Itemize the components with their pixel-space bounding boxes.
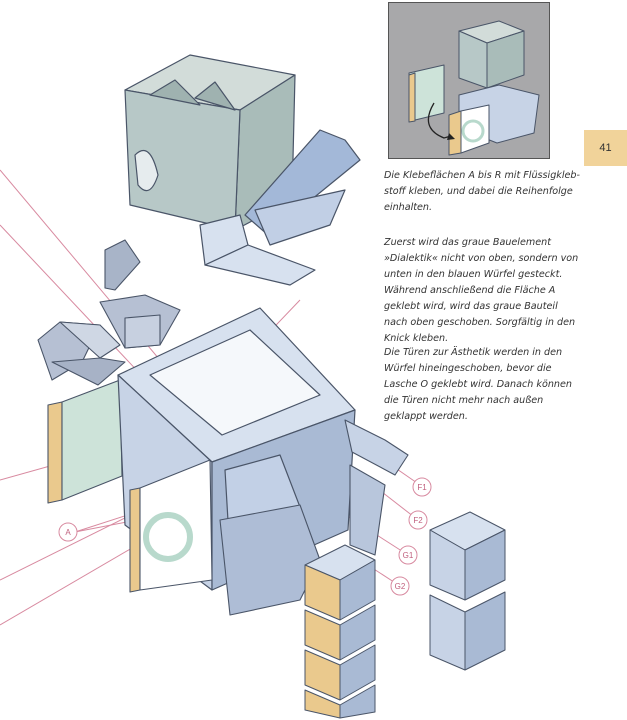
inset-illustration xyxy=(408,20,540,156)
svg-text:G1: G1 xyxy=(403,551,414,560)
callout-f1: F1 xyxy=(412,477,432,497)
grey-dialektik-unit xyxy=(124,54,361,286)
small-parts-group xyxy=(37,239,181,386)
callout-g2: G2 xyxy=(390,576,410,596)
left-door xyxy=(47,379,123,504)
instruction-paragraph-1: Die Klebeflächen A bis R mit Flüssigkleb… xyxy=(384,170,580,213)
callout-f2: F2 xyxy=(408,510,428,530)
callout-markers: A F1 F2 G1 G2 xyxy=(58,477,432,596)
callout-a: A xyxy=(58,522,78,542)
svg-text:F1: F1 xyxy=(417,483,427,492)
svg-text:A: A xyxy=(65,528,71,537)
page-number-tab: 41 xyxy=(584,130,627,166)
page-number: 41 xyxy=(599,142,612,154)
callout-g1: G1 xyxy=(398,545,418,565)
instruction-paragraph-2: Zuerst wird das graue Bauelement »Dialek… xyxy=(384,237,579,344)
instruction-paragraph-3: Die Türen zur Ästhetik werden in den Wür… xyxy=(384,347,572,422)
drawer-stack-left xyxy=(304,544,376,719)
drawer-stack-right xyxy=(429,511,506,671)
svg-text:G2: G2 xyxy=(395,582,406,591)
front-door xyxy=(129,459,213,593)
inset-detail-image xyxy=(388,2,550,159)
svg-text:F2: F2 xyxy=(413,516,423,525)
side-strips xyxy=(219,419,409,616)
